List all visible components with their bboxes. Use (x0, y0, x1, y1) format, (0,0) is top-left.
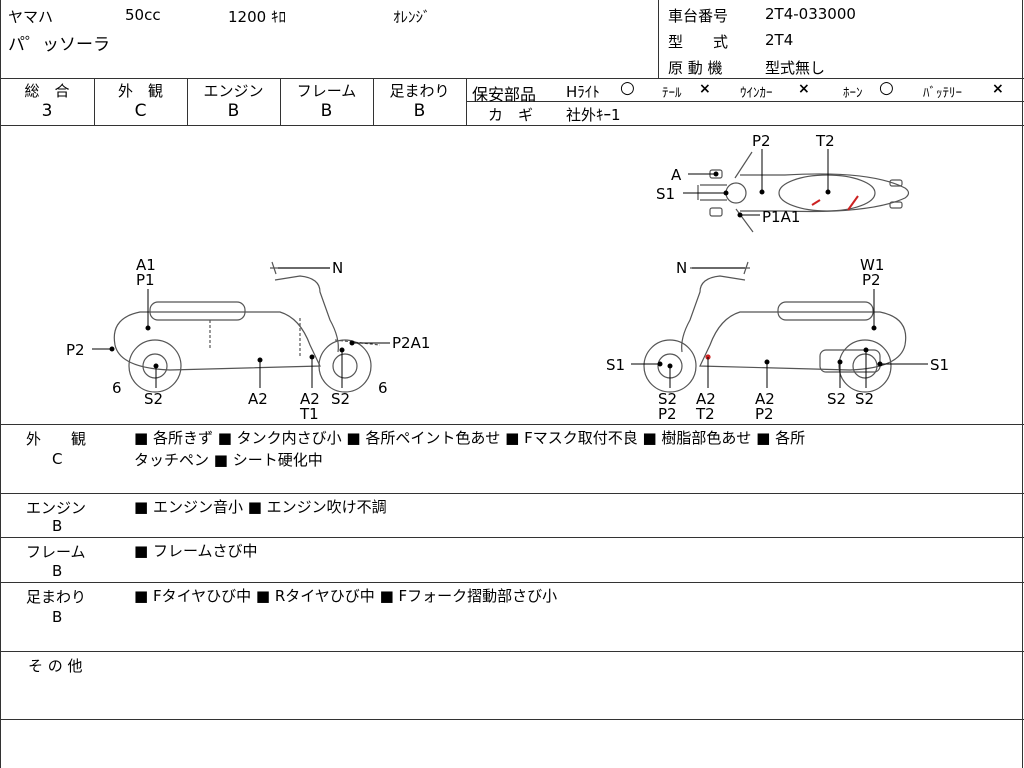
divider (0, 537, 1024, 538)
type-label: 型 式 (668, 33, 729, 51)
notes-exterior-line2: タッチペン ■ シート硬化中 (134, 451, 323, 469)
notes-other-label: そ の 他 (28, 657, 83, 675)
tail-mark: × (699, 81, 711, 97)
notes-engine-label: エンジン (26, 499, 87, 517)
notes-frame-grade: B (52, 562, 63, 580)
label-left-P2: P2 (66, 341, 85, 359)
frame-grade: B (320, 101, 333, 121)
label-right-S2b: S2 (855, 390, 874, 408)
label-right-A2T2-a: A2 (696, 390, 716, 408)
divider (0, 78, 1024, 79)
horn-label: ﾎｰﾝ (843, 86, 863, 101)
exterior-label: 外 観 (117, 82, 163, 100)
winker-label: ｳｲﾝｶｰ (740, 86, 773, 101)
notes-frame-label: フレーム (26, 543, 86, 561)
suspension-grade: B (413, 101, 426, 121)
frame-no: 2T4-033000 (765, 5, 856, 23)
engine-label: 原 動 機 (668, 59, 723, 77)
winker-mark: × (798, 81, 810, 97)
divider (0, 719, 1024, 720)
label-left-A2T1-a: A2 (300, 390, 320, 408)
suspension-label: 足まわり (389, 82, 450, 100)
divider (0, 125, 1024, 126)
label-left-6a: 6 (112, 379, 122, 397)
headlight-mark: ○ (620, 78, 635, 98)
divider (0, 651, 1024, 652)
battery-mark: × (992, 81, 1004, 97)
notes-engine-grade: B (52, 517, 63, 535)
displacement: 50cc (125, 6, 161, 24)
label-right-P2: P2 (862, 271, 881, 289)
label-left-P1: P1 (136, 271, 155, 289)
label-right-W1: W1 (860, 256, 884, 274)
label-left-6b: 6 (378, 379, 388, 397)
type-value: 2T4 (765, 31, 794, 49)
maker: ヤマハ (8, 8, 54, 26)
engine-grade: B (227, 101, 240, 121)
label-top-A: A (671, 166, 682, 184)
divider (0, 424, 1024, 425)
label-left-A2T1-b: T1 (299, 405, 319, 423)
horn-mark: ○ (879, 78, 894, 98)
notes-frame-text: ■ フレームさび中 (134, 542, 258, 560)
label-top-T2: T2 (815, 132, 835, 150)
label-right-S1a: S1 (606, 356, 625, 374)
label-top-P2: P2 (752, 132, 771, 150)
color: ｵﾚﾝｼﾞ (393, 8, 431, 26)
frame-no-label: 車台番号 (668, 7, 729, 25)
label-right-A2T2-b: T2 (695, 405, 715, 423)
divider (466, 101, 1024, 102)
headlight-label: Hﾗｲﾄ (566, 83, 600, 101)
model-name: パ゜ッソーラ (8, 35, 110, 55)
top-view-scooter-icon (697, 151, 910, 233)
label-left-A2: A2 (248, 390, 268, 408)
divider (658, 0, 659, 78)
label-right-S2a: S2 (827, 390, 846, 408)
label-right-A2P2-a: A2 (755, 390, 775, 408)
divider (187, 78, 188, 125)
label-left-S2a: S2 (144, 390, 163, 408)
divider (466, 78, 467, 125)
border-left (0, 0, 1, 768)
key-label: カ ギ (488, 106, 534, 124)
frame-label: フレーム (296, 82, 357, 100)
overall-grade: 3 (41, 101, 53, 121)
label-right-A2P2-b: P2 (755, 405, 774, 423)
key-value: 社外ｷｰ1 (566, 106, 621, 124)
damage-diagram: A S1 P2 T2 P1A1 A1 P1 N P2 P2A1 6 S2 A2 … (66, 132, 949, 423)
notes-exterior-line1: ■ 各所きず ■ タンク内さび小 ■ 各所ペイント色あせ ■ Fマスク取付不良 … (134, 429, 806, 447)
divider (0, 493, 1024, 494)
notes-suspension-label: 足まわり (26, 588, 87, 606)
label-right-S2P2-b: P2 (658, 405, 677, 423)
notes-exterior-grade: C (52, 450, 63, 468)
engine-value: 型式無し (765, 59, 826, 77)
label-right-S1b: S1 (930, 356, 949, 374)
notes-engine-text: ■ エンジン音小 ■ エンジン吹け不調 (134, 498, 387, 516)
safety-label: 保安部品 (472, 85, 537, 104)
label-right-S2P2-a: S2 (658, 390, 677, 408)
divider (94, 78, 95, 125)
battery-label: ﾊﾞｯﾃﾘｰ (923, 86, 962, 101)
label-left-A1: A1 (136, 256, 156, 274)
notes-exterior-label: 外 観 (26, 430, 87, 448)
mileage: 1200 ｷﾛ (228, 8, 286, 26)
divider (373, 78, 374, 125)
label-top-S1: S1 (656, 185, 675, 203)
label-left-P2A1: P2A1 (392, 334, 430, 352)
left-side-scooter-icon (113, 261, 381, 393)
notes-suspension-grade: B (52, 608, 63, 626)
divider (280, 78, 281, 125)
label-right-N: N (676, 259, 687, 277)
overall-label: 総 合 (24, 82, 70, 100)
notes-suspension-text: ■ Fタイヤひび中 ■ Rタイヤひび中 ■ Fフォーク摺動部さび小 (134, 587, 558, 605)
label-left-S2b: S2 (331, 390, 350, 408)
label-left-N: N (332, 259, 343, 277)
label-top-P1A1: P1A1 (762, 208, 800, 226)
right-side-scooter-icon (643, 261, 907, 393)
engine-label: エンジン (203, 82, 264, 100)
tail-label: ﾃｰﾙ (662, 86, 682, 101)
divider (0, 582, 1024, 583)
exterior-grade: C (134, 101, 147, 121)
border-right (1022, 0, 1023, 768)
